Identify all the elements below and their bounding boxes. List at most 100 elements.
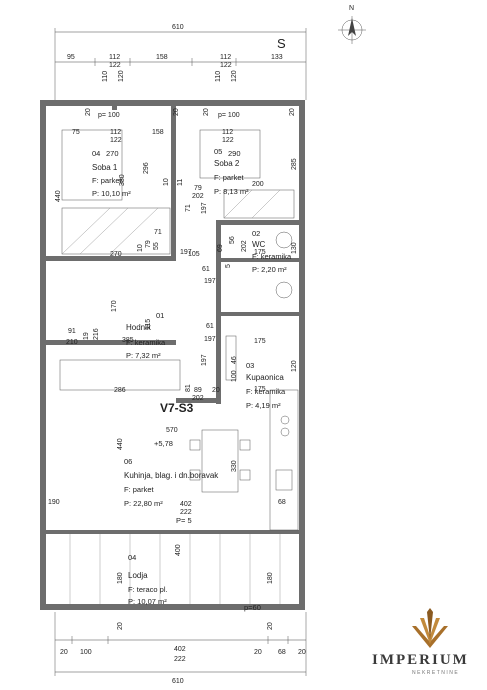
room-kupaonica: 03 Kupaonica F: keramika P: 4,19 m² bbox=[246, 361, 286, 410]
svg-text:P: 10,07 m²: P: 10,07 m² bbox=[128, 597, 167, 606]
dim-wc-69: 69 bbox=[217, 244, 224, 252]
dim-k-197: 197 bbox=[201, 354, 208, 366]
svg-text:270: 270 bbox=[106, 149, 119, 158]
dim-top-2: 112 bbox=[109, 54, 120, 61]
dim-h-79: 79 bbox=[145, 240, 152, 248]
dim-s2-10: 10 bbox=[163, 178, 170, 186]
side-label: S bbox=[277, 36, 286, 51]
svg-text:F: keramika: F: keramika bbox=[246, 387, 286, 396]
dim-s2-112: 112 bbox=[222, 129, 233, 136]
svg-text:Hodnik: Hodnik bbox=[126, 323, 152, 332]
dim-top-v2: 120 bbox=[118, 70, 125, 82]
dim-hod-61: 61 bbox=[206, 323, 214, 330]
dim-top-v4: 120 bbox=[231, 70, 238, 82]
svg-text:02: 02 bbox=[252, 229, 260, 238]
svg-text:P: 22,80 m²: P: 22,80 m² bbox=[124, 499, 163, 508]
dim-hod-115: 115 bbox=[145, 319, 152, 330]
svg-text:p=60: p=60 bbox=[244, 603, 261, 612]
north-label: N bbox=[349, 5, 354, 12]
dim-k-222: 222 bbox=[180, 509, 192, 516]
dim-bottom-total: 610 bbox=[172, 678, 184, 685]
svg-text:P: 10,10 m²: P: 10,10 m² bbox=[92, 189, 131, 198]
svg-text:Kuhinja, blag. i dn.boravak: Kuhinja, blag. i dn.boravak bbox=[124, 471, 219, 480]
dim-top-4: 158 bbox=[156, 54, 168, 61]
wardrobe-soba2 bbox=[223, 189, 295, 219]
dim-k-330: 330 bbox=[231, 460, 238, 472]
dim-h-197: 197 bbox=[180, 249, 192, 256]
room-soba2: 05 290 Soba 2 F: parket P: 8,13 m² bbox=[214, 147, 249, 196]
sill-soba2: p= 100 bbox=[218, 112, 240, 119]
dim-top-5: 112 bbox=[220, 54, 231, 61]
dim-top-v1: 110 bbox=[102, 71, 109, 82]
dim-s1-380: 380 bbox=[119, 174, 126, 186]
dim-hod-210: 210 bbox=[66, 339, 78, 346]
interior-walls bbox=[46, 106, 299, 534]
dim-bottom-a: 20 bbox=[60, 649, 68, 656]
dim-wc-5: 5 bbox=[225, 264, 232, 268]
svg-text:P: 8,13 m²: P: 8,13 m² bbox=[214, 187, 249, 196]
dim-s2-11: 11 bbox=[177, 179, 184, 186]
dim-s2-197: 197 bbox=[201, 202, 208, 214]
dim-s2-202: 202 bbox=[192, 193, 204, 200]
dim-top-3: 122 bbox=[109, 62, 121, 69]
svg-text:P: 2,20 m²: P: 2,20 m² bbox=[252, 265, 287, 274]
dim-k-570: 570 bbox=[166, 427, 178, 434]
dim-top-total: 610 bbox=[172, 24, 184, 31]
dim-s2-285: 285 bbox=[291, 158, 298, 170]
dim-top-1: 95 bbox=[67, 54, 75, 61]
dim-wc-56: 56 bbox=[229, 236, 236, 244]
dim-kup-120: 120 bbox=[291, 360, 298, 372]
dim-hod-216: 216 bbox=[93, 328, 100, 340]
room-soba1: 04 270 Soba 1 F: parket P: 10,10 m² bbox=[92, 149, 131, 198]
dim-s2-122: 122 bbox=[222, 137, 234, 144]
exterior-walls bbox=[40, 100, 305, 610]
lodja-tiles bbox=[69, 534, 281, 604]
dim-wc-130: 130 bbox=[291, 242, 298, 254]
dim-hod-170: 170 bbox=[111, 300, 118, 312]
svg-text:Lodja: Lodja bbox=[128, 571, 148, 580]
dim-hod-197: 197 bbox=[204, 336, 216, 343]
dim-l-20b: 20 bbox=[267, 622, 274, 630]
svg-text:F: parket: F: parket bbox=[124, 485, 155, 494]
room-hodnik: 01 Hodnik F: keramika P: 7,32 m² bbox=[126, 311, 166, 360]
kitchen-counter bbox=[269, 389, 299, 531]
unit-level: +5,78 bbox=[154, 439, 173, 448]
dim-kup-46: 46 bbox=[231, 356, 238, 364]
dim-s2-71a: 71 bbox=[185, 204, 192, 212]
svg-text:P= 5: P= 5 bbox=[176, 516, 192, 525]
dim-bottom-f: 68 bbox=[278, 649, 286, 656]
dim-bottom-b: 100 bbox=[80, 649, 92, 656]
dim-s1-440: 440 bbox=[55, 190, 62, 202]
dim-k-20: 20 bbox=[212, 387, 220, 394]
dim-bottom-c: 402 bbox=[174, 646, 186, 653]
svg-text:F: teraco pl.: F: teraco pl. bbox=[128, 585, 168, 594]
dim-s1-112: 112 bbox=[110, 129, 121, 136]
dim-wc-197: 197 bbox=[204, 278, 216, 285]
dim-bottom-g: 20 bbox=[298, 649, 306, 656]
dim-l-180b: 180 bbox=[267, 572, 274, 584]
dim-v-20a: 20 bbox=[85, 108, 92, 116]
dim-h-10: 10 bbox=[137, 244, 144, 252]
dim-k-190: 190 bbox=[48, 499, 60, 506]
dim-top-7: 133 bbox=[271, 54, 283, 61]
dim-s1-296: 296 bbox=[143, 162, 150, 174]
dim-l-400: 400 bbox=[175, 544, 182, 556]
dim-k-81: 81 bbox=[185, 384, 192, 392]
toilet-wc-icon bbox=[275, 231, 293, 249]
dim-v-20d: 20 bbox=[289, 108, 296, 116]
svg-text:06: 06 bbox=[124, 457, 132, 466]
dim-wc-105: 105 bbox=[188, 251, 200, 258]
bed-soba1 bbox=[61, 129, 123, 201]
wardrobe-soba1 bbox=[61, 207, 171, 255]
svg-text:Kupaonica: Kupaonica bbox=[246, 373, 284, 382]
dim-k-286: 286 bbox=[114, 387, 126, 394]
dim-s1-75: 75 bbox=[72, 129, 80, 136]
dim-k-440: 440 bbox=[117, 438, 124, 450]
dim-top-6: 122 bbox=[220, 62, 232, 69]
dim-kup-175a: 175 bbox=[254, 338, 266, 345]
dim-k-89: 89 bbox=[194, 387, 202, 394]
dim-kup-100: 100 bbox=[231, 370, 238, 382]
dim-hod-91: 91 bbox=[68, 328, 76, 335]
svg-text:Soba 1: Soba 1 bbox=[92, 163, 118, 172]
